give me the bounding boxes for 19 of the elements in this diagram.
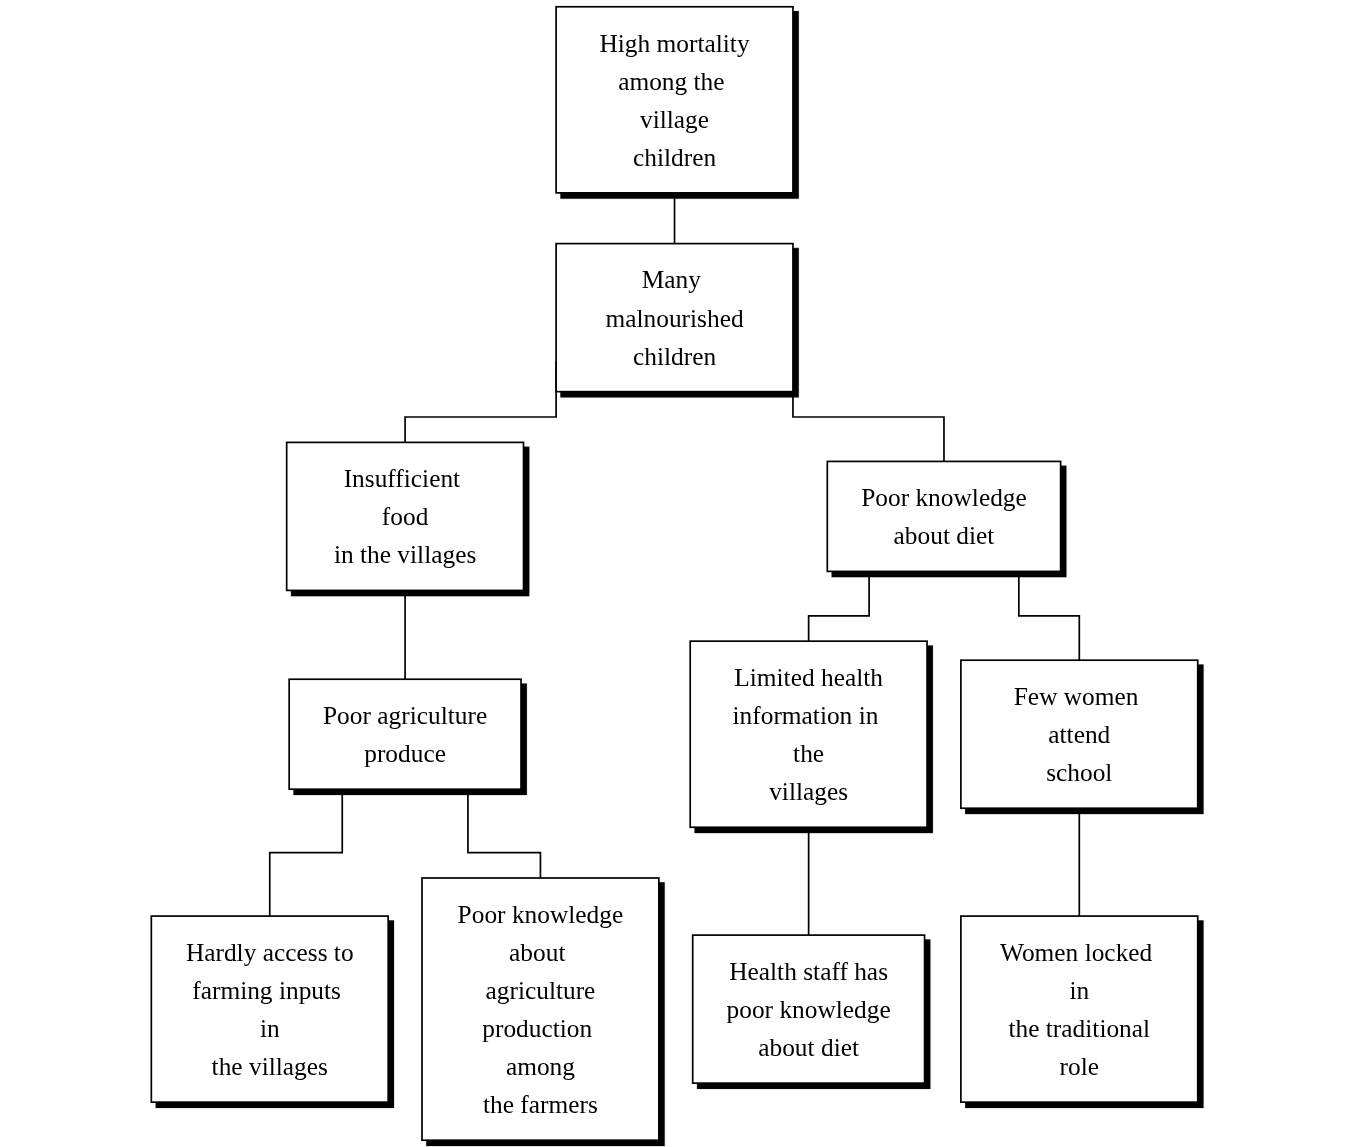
node-box: Hardly access to farming inputs in the villages — [150, 915, 390, 1103]
connector — [1078, 807, 1081, 917]
node-box: Poor knowledge about agriculture production among the farmers — [421, 877, 661, 1142]
connector — [404, 589, 407, 681]
connector — [1018, 570, 1081, 662]
connector — [674, 192, 676, 245]
node-box: Poor knowledge about diet — [826, 460, 1062, 573]
node-box: Many malnourished children — [555, 242, 795, 393]
connector — [269, 788, 344, 917]
node-box: Limited health information in the villages — [689, 640, 929, 829]
node-box: Poor agriculture produce — [288, 678, 523, 791]
node-box: Health staff has poor knowledge about diet — [692, 934, 926, 1084]
node-box: Insufficient food in the villages — [286, 441, 525, 592]
node-box: Women locked in the traditional role — [960, 915, 1200, 1103]
node-box: Few women attend school — [960, 659, 1200, 810]
connector — [808, 826, 810, 936]
connector — [467, 788, 542, 879]
node-box: High mortality among the village children — [555, 5, 795, 194]
connector — [808, 570, 871, 642]
